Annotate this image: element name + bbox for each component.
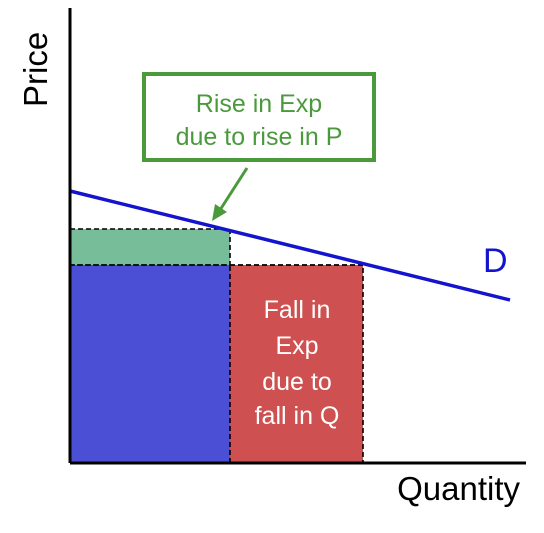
rise-callout-arrow-shaft	[218, 167, 249, 211]
expenditure-gain-area	[69, 228, 231, 266]
x-axis-label: Quantity	[397, 470, 520, 507]
rise-callout-line-2: due to rise in P	[176, 123, 343, 151]
rise-callout-line-1: Rise in Exp	[196, 90, 322, 118]
y-axis-label: Price	[17, 32, 54, 107]
demand-curve-label: D	[483, 242, 508, 280]
demand-curve	[69, 189, 511, 302]
expenditure-loss-area	[229, 264, 364, 464]
fall-label-line-1: Fall in	[264, 296, 331, 324]
fall-label-line-2: Exp	[275, 332, 318, 360]
original-expenditure-area	[70, 265, 230, 463]
fall-label-line-4: fall in Q	[255, 402, 340, 430]
fall-label-line-3: due to	[262, 368, 332, 396]
rise-callout-arrowhead	[212, 204, 227, 221]
rise-callout-box	[142, 72, 376, 162]
